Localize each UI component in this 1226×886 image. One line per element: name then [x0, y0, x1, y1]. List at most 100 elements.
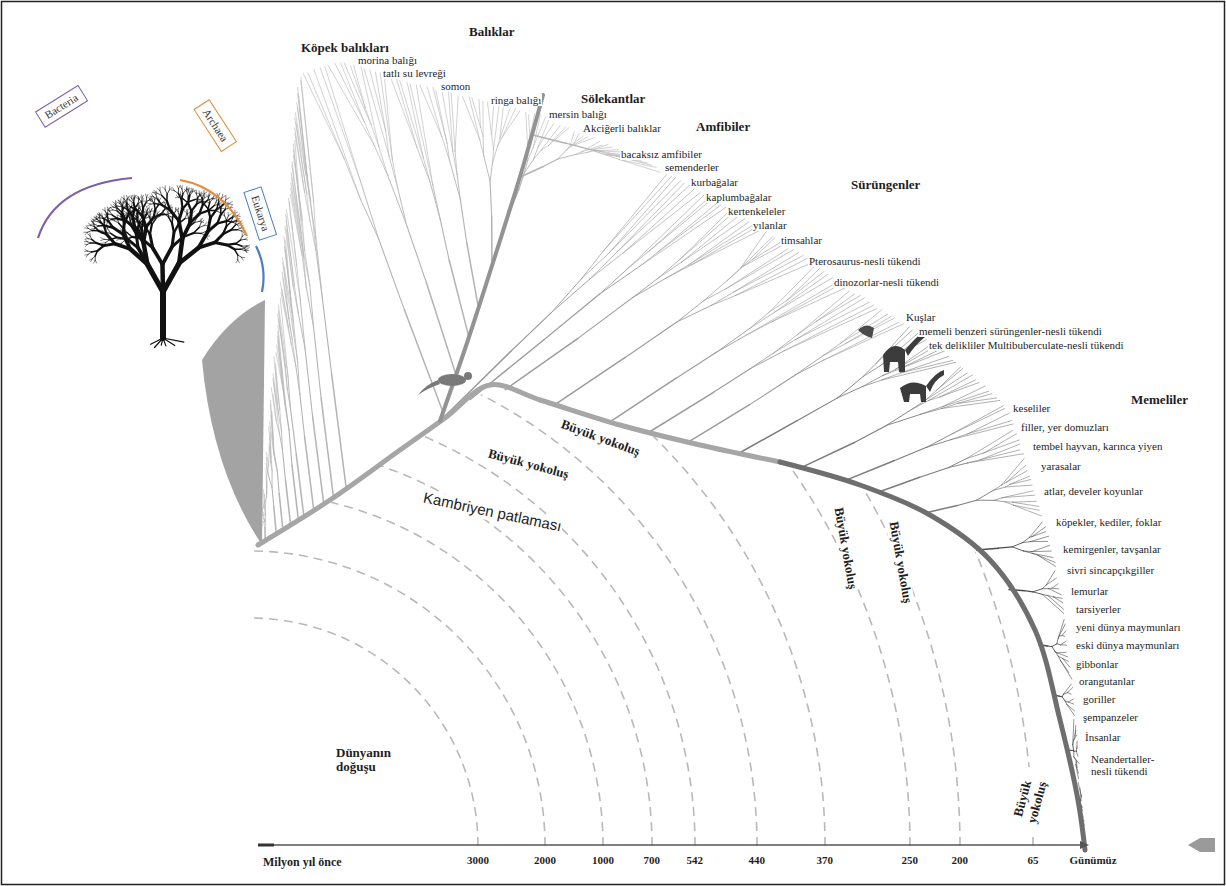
taxon-label: Kuşlar: [905, 311, 936, 323]
tree-branch: [131, 216, 132, 220]
tree-branch: [238, 255, 242, 257]
lineage-branch: [1006, 485, 1032, 487]
tree-branch: [215, 243, 227, 245]
tree-branch: [163, 187, 166, 190]
tree-branch: [201, 233, 206, 236]
tree-branch: [189, 200, 195, 202]
group-label: Balıklar: [468, 25, 516, 40]
tree-branch: [156, 194, 158, 199]
lineage-branch: [929, 397, 940, 401]
lineage-branch: [846, 318, 894, 343]
tree-branch: [241, 249, 245, 250]
taxon-label: kemirgenler, tavşanlar: [1062, 543, 1162, 555]
tree-branch: [199, 243, 215, 248]
lineage-branch: [1042, 585, 1046, 589]
lineage-branch: [482, 101, 483, 136]
lineage-branch: [940, 383, 979, 397]
taxon-label: atlar, develer koyunlar: [1043, 485, 1144, 497]
lineage-branch: [590, 251, 618, 279]
tree-branch: [208, 194, 209, 197]
lineage-branch: [1052, 646, 1055, 651]
tree-branch: [137, 209, 138, 212]
archaea-arc: [180, 180, 247, 236]
tree-branch: [200, 218, 203, 221]
tree-branch: [151, 201, 155, 204]
lineage-branch: [1052, 584, 1058, 588]
tree-branch: [110, 208, 112, 210]
tree-branch: [226, 222, 230, 226]
tree-branch: [236, 260, 238, 263]
tree-branch: [204, 204, 208, 209]
tree-branch: [94, 260, 96, 263]
lineage-branch: [750, 375, 796, 405]
time-axis: [258, 841, 1089, 849]
lineage-branch: [322, 299, 331, 373]
axis-line: [262, 844, 1080, 845]
tree-branch: [225, 216, 227, 220]
lineage-branch: [816, 294, 854, 321]
lineage-branch: [265, 501, 266, 513]
tree-branch: [184, 189, 186, 191]
lineage-branch: [711, 292, 733, 305]
tree-branch: [138, 205, 140, 209]
lineage-branch: [262, 521, 264, 526]
tree-branch: [240, 239, 244, 241]
lineage-branch: [980, 450, 1020, 460]
tree-branch: [95, 226, 99, 228]
taxon-label: tek delikliler Multibuberculate-nesli tü…: [928, 339, 1125, 351]
lineage-branch: [666, 265, 691, 278]
lineage-branch: [272, 471, 273, 488]
lineage-branch: [426, 283, 456, 375]
tree-branch: [118, 200, 120, 203]
lineage-branch: [658, 203, 717, 252]
taxon-label: eski dünya maymunları: [1075, 639, 1180, 651]
tree-branch: [218, 201, 219, 204]
tree-branch: [171, 208, 172, 212]
lineage-branch: [494, 105, 500, 149]
tree-branch: [150, 225, 152, 235]
tree-branch: [150, 217, 152, 224]
lineage-branch: [365, 108, 371, 125]
tree-branch: [194, 232, 202, 234]
tree-branch: [242, 246, 246, 249]
lineage-branch: [300, 394, 305, 436]
taxon-label: kertenkeleler: [727, 205, 786, 217]
tree-branch: [122, 213, 126, 221]
tree-branch: [184, 211, 187, 214]
tree-branch: [105, 240, 109, 243]
lineage-branch: [295, 113, 305, 173]
tree-branch: [201, 193, 204, 195]
taxon-label: köpekler, kediler, foklar: [1055, 516, 1162, 528]
tree-branch: [181, 195, 183, 199]
lineage-branch: [460, 199, 466, 242]
lineage-branch: [581, 251, 603, 279]
tree-branch: [167, 201, 170, 210]
lineage-branch: [302, 255, 306, 286]
tree-branch: [207, 199, 211, 201]
lineage-branch: [492, 146, 497, 163]
lineage-branch: [1042, 588, 1048, 589]
lineage-branch: [1002, 495, 1034, 498]
tree-branch: [108, 229, 111, 233]
lineage-branch: [1046, 578, 1056, 585]
lineage-branch: [1048, 589, 1061, 595]
tree-branch: [88, 234, 90, 236]
lineage-branch: [840, 309, 882, 343]
lineage-branch: [921, 408, 942, 414]
tree-branch: [204, 197, 207, 198]
lineage-branch: [1064, 684, 1072, 694]
tree-branch: [101, 232, 105, 233]
tree-branch: [128, 197, 129, 200]
lineage-branch: [280, 410, 282, 431]
lineage-branch: [801, 442, 855, 467]
lineage-branch: [389, 156, 398, 188]
dinosaur-silhouette: [883, 346, 905, 372]
tree-branch: [206, 228, 209, 231]
taxon-label: Akciğerli balıklar: [582, 122, 662, 134]
tree-branch: [161, 338, 163, 345]
tree-branch: [134, 196, 135, 199]
axis-tick-label: 542: [686, 854, 705, 866]
lineage-branch: [1062, 697, 1065, 701]
